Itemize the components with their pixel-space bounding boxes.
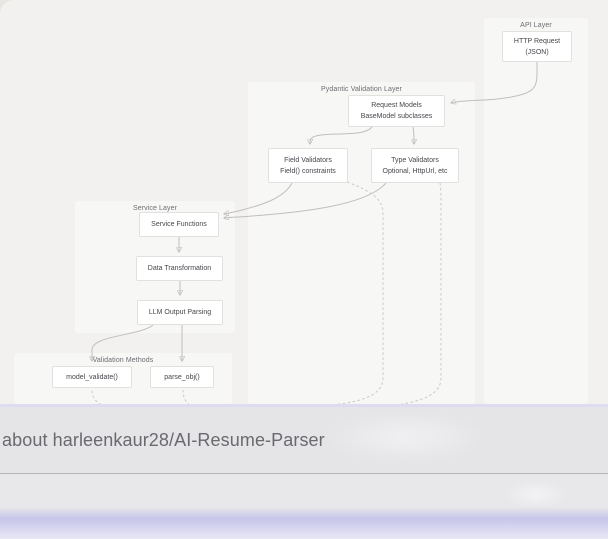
node-type-validators-line1: Type Validators <box>391 156 439 164</box>
layer-validation-label: Validation Methods <box>92 357 154 364</box>
blurred-button-smudge <box>505 480 567 508</box>
edge-type-validators-to-parse-obj-dashed <box>182 182 442 414</box>
node-field-validators-line2: Field() constraints <box>280 167 336 175</box>
node-http-request-line1: HTTP Request <box>513 37 561 45</box>
edge-request-models-to-type-validators <box>413 126 414 144</box>
node-data-transformation: Data Transformation <box>136 256 223 281</box>
node-field-validators: Field Validators Field() constraints <box>268 148 348 183</box>
blurred-content-smudge <box>320 409 490 465</box>
node-llm-output-parsing-line1: LLM Output Parsing <box>148 309 212 316</box>
node-http-request-line2: (JSON) <box>525 48 549 56</box>
node-parse-obj: parse_obj() <box>150 366 214 388</box>
node-service-functions-line1: Service Functions <box>151 221 207 228</box>
edge-http-request-to-request-models <box>451 61 538 103</box>
layer-pydantic-label: Pydantic Validation Layer <box>321 86 402 93</box>
node-llm-output-parsing: LLM Output Parsing <box>137 300 223 325</box>
node-request-models-line2: BaseModel subclasses <box>360 113 433 120</box>
node-field-validators-line1: Field Validators <box>284 156 332 164</box>
layer-api-label: API Layer <box>520 22 552 29</box>
edge-llm-output-parsing-to-model-validate <box>92 324 154 361</box>
edge-field-validators-to-service-functions <box>224 182 293 214</box>
node-service-functions: Service Functions <box>139 212 219 237</box>
node-parse-obj-line1: parse_obj() <box>164 373 200 381</box>
node-request-models-line1: Request Models <box>371 102 422 109</box>
layer-pydantic-validation: Pydantic Validation Layer <box>248 82 475 404</box>
node-http-request: HTTP Request (JSON) <box>502 31 572 62</box>
node-model-validate-line1: model_validate() <box>66 373 118 381</box>
node-request-models: Request Models BaseModel subclasses <box>348 95 445 127</box>
layer-service-label: Service Layer <box>132 205 178 212</box>
node-data-transformation-line1: Data Transformation <box>147 265 212 272</box>
edge-request-models-to-field-validators <box>310 126 373 144</box>
overlay-lower-panel <box>0 474 608 539</box>
overlay-top-edge <box>0 404 608 407</box>
node-type-validators: Type Validators Optional, HttpUrl, etc <box>371 148 459 183</box>
edge-field-validators-to-model-validate-dashed <box>91 181 384 413</box>
node-model-validate: model_validate() <box>52 366 132 388</box>
edge-type-validators-to-service-functions <box>224 182 387 218</box>
overlay-divider <box>0 473 608 474</box>
overlay-title-text: about harleenkaur28/AI-Resume-Parser <box>2 429 325 450</box>
node-type-validators-line2: Optional, HttpUrl, etc <box>382 167 448 175</box>
bottom-lavender-glow <box>0 507 608 539</box>
overlay-title-bar: about harleenkaur28/AI-Resume-Parser <box>0 407 608 473</box>
bottom-overlay: about harleenkaur28/AI-Resume-Parser <box>0 404 608 539</box>
